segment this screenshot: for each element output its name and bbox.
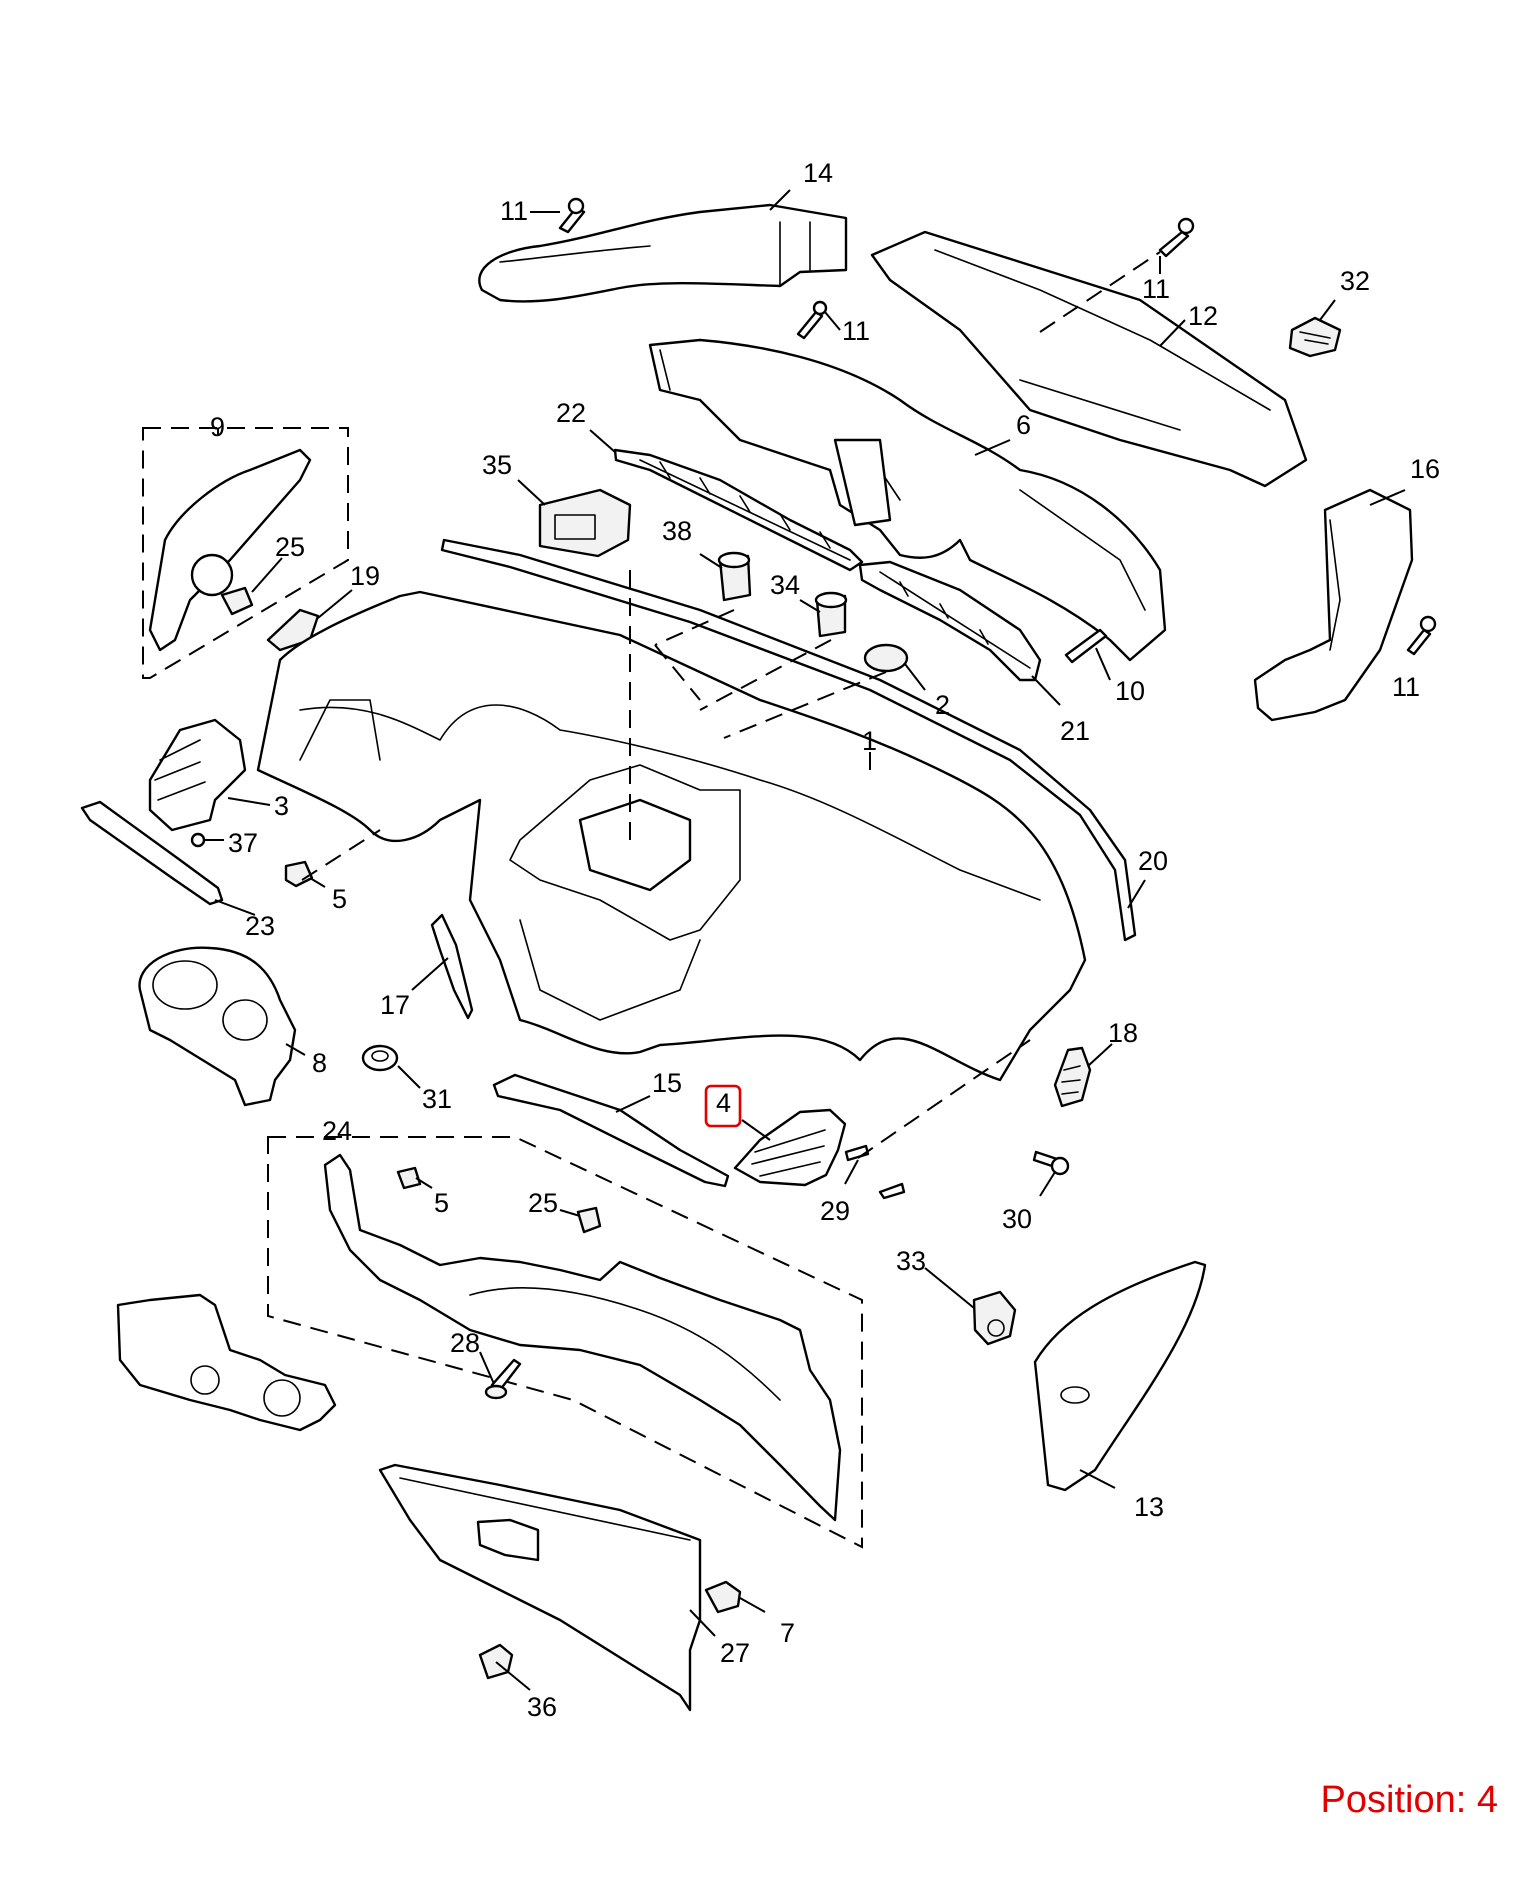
callout-9: 9 <box>210 412 225 442</box>
part-3-side-vent <box>148 718 247 832</box>
part-17-bracket <box>430 913 474 1020</box>
callout-17: 17 <box>380 990 410 1020</box>
part-24-lower-panel <box>323 1153 842 1522</box>
callout-5: 5 <box>434 1188 449 1218</box>
callout-29: 29 <box>820 1196 850 1226</box>
callout-15: 15 <box>652 1068 682 1098</box>
part-25-clip-a <box>220 586 254 616</box>
callout-35: 35 <box>482 450 512 480</box>
part-22-vent-grille <box>613 448 864 572</box>
steering-column-cover <box>116 1293 337 1432</box>
callout-13: 13 <box>1134 1492 1164 1522</box>
part-1-dashboard <box>256 590 1087 1082</box>
callout-22: 22 <box>556 398 586 428</box>
leader-lines <box>205 189 1406 1691</box>
part-12-bracket <box>870 230 1308 488</box>
part-11-screw-d <box>1406 615 1437 656</box>
callout-7: 7 <box>780 1618 795 1648</box>
part-23-trim-strip <box>80 800 224 906</box>
callout-38: 38 <box>662 516 692 546</box>
group-9-dashed-box <box>142 427 349 679</box>
callout-30: 30 <box>1002 1204 1032 1234</box>
callout-8: 8 <box>312 1048 327 1078</box>
callout-37: 37 <box>228 828 258 858</box>
callout-18: 18 <box>1108 1018 1138 1048</box>
part-32-clip <box>1288 316 1342 358</box>
callout-14: 14 <box>803 158 833 188</box>
part-38-plug <box>717 551 752 602</box>
callout-2: 2 <box>935 690 950 720</box>
part-5-nut-a <box>284 860 314 888</box>
part-2-cap <box>863 643 909 673</box>
part-27-glove-box <box>378 1463 702 1712</box>
callout-34: 34 <box>770 570 800 600</box>
callout-11: 11 <box>1392 672 1420 702</box>
callout-3: 3 <box>274 791 289 821</box>
part-35-switch <box>538 488 632 558</box>
part-11-screw-c <box>796 300 828 340</box>
callout-25: 25 <box>275 532 305 562</box>
part-31-nut <box>361 1044 399 1072</box>
part-15-strip <box>492 1073 730 1188</box>
callout-labels: 14 11 11 11 11 32 12 9 22 35 6 16 25 38 … <box>210 158 1440 1722</box>
part-21-vent-grille <box>858 560 1042 682</box>
position-label: Position: 4 <box>1320 1779 1498 1821</box>
callout-4: 4 <box>716 1088 731 1118</box>
callout-1: 1 <box>862 726 877 756</box>
callout-23: 23 <box>245 911 275 941</box>
part-11-screw-b <box>1158 217 1195 258</box>
part-13-side-cover <box>1033 1260 1207 1492</box>
part-33-lock <box>972 1290 1017 1346</box>
part-6-air-duct <box>648 338 1167 662</box>
callout-27: 27 <box>720 1638 750 1668</box>
callout-11: 11 <box>1142 274 1170 304</box>
callout-31: 31 <box>422 1084 452 1114</box>
callout-19: 19 <box>350 561 380 591</box>
callout-5: 5 <box>332 884 347 914</box>
part-28-pin <box>484 1358 522 1400</box>
callout-28: 28 <box>450 1328 480 1358</box>
callout-11: 11 <box>842 316 870 346</box>
callout-32: 32 <box>1340 266 1370 296</box>
callout-25: 25 <box>528 1188 558 1218</box>
part-8-cluster-hood <box>138 946 297 1107</box>
callout-12: 12 <box>1188 301 1218 331</box>
part-29-screw <box>844 1144 906 1200</box>
part-4-vent <box>733 1108 847 1187</box>
group-24-dashed-box <box>267 1136 863 1549</box>
part-34-plug <box>814 591 848 638</box>
highlight-box-callout-4 <box>704 1084 742 1128</box>
part-5-nut-b <box>396 1166 422 1190</box>
part-16-air-duct <box>1253 488 1414 722</box>
callout-21: 21 <box>1060 716 1090 746</box>
callout-6: 6 <box>1016 410 1031 440</box>
part-25-clip-b <box>576 1206 602 1234</box>
part-9-end-panel <box>148 448 312 652</box>
callout-10: 10 <box>1115 676 1145 706</box>
part-36-switch <box>478 1643 514 1680</box>
callout-36: 36 <box>527 1692 557 1722</box>
part-7-latch <box>704 1580 742 1614</box>
part-37-clip <box>190 832 206 848</box>
callout-33: 33 <box>896 1246 926 1276</box>
part-18-vent <box>1053 1046 1092 1108</box>
callout-20: 20 <box>1138 846 1168 876</box>
part-30-screw <box>1032 1150 1070 1176</box>
part-14-air-duct <box>478 203 848 303</box>
callout-11: 11 <box>500 196 528 226</box>
part-11-screw-a <box>558 197 586 234</box>
part-10-pin <box>1064 628 1108 664</box>
callout-24: 24 <box>322 1116 352 1146</box>
callout-16: 16 <box>1410 454 1440 484</box>
